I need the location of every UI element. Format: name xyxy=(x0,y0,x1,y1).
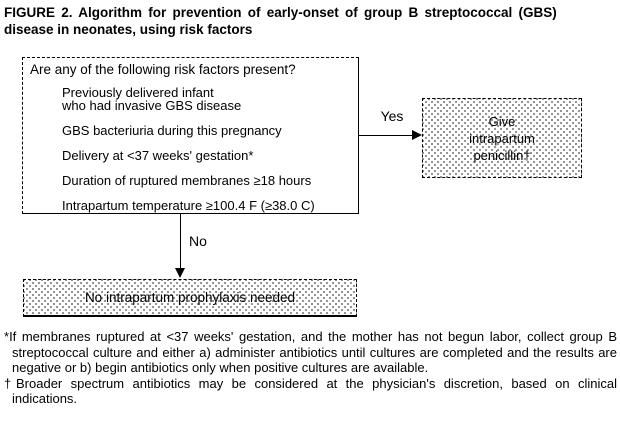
give-penicillin-box: Give intrapartum penicillin† xyxy=(422,98,582,178)
yes-arrowhead-icon xyxy=(412,130,422,140)
footnote-marker: * xyxy=(4,329,10,344)
no-branch-label: No xyxy=(189,233,207,249)
footnote-marker: † xyxy=(4,375,17,391)
no-prophylaxis-text: No intrapartum prophylaxis needed xyxy=(84,290,296,305)
footnotes: *If membranes ruptured at <37 weeks' ges… xyxy=(4,329,617,407)
footnote-text: Broader spectrum antibiotics may be cons… xyxy=(12,375,617,407)
footnote-text: If membranes ruptured at <37 weeks' gest… xyxy=(9,329,617,375)
penicillin-box-line: penicillin† xyxy=(473,147,531,163)
question-text: Are any of the following risk factors pr… xyxy=(30,62,296,77)
no-arrowhead-icon xyxy=(175,268,185,278)
no-prophylaxis-box: No intrapartum prophylaxis needed xyxy=(23,279,357,317)
risk-factor-line: Previously delivered infant xyxy=(62,85,214,100)
risk-factor-previous-infant: Previously delivered infant who had inva… xyxy=(62,86,358,112)
risk-factor-bacteriuria: GBS bacteriuria during this pregnancy xyxy=(62,123,282,138)
risk-factor-temperature: Intrapartum temperature ≥100.4 F (≥38.0 … xyxy=(62,198,315,213)
risk-factor-line: who had invasive GBS disease xyxy=(62,98,242,113)
footnote-asterisk: *If membranes ruptured at <37 weeks' ges… xyxy=(4,329,617,376)
figure-title-line-1: FIGURE 2. Algorithm for prevention of ea… xyxy=(4,5,557,20)
yes-branch-label: Yes xyxy=(380,108,404,124)
yes-arrow-line xyxy=(359,135,413,136)
footnote-dagger: †Broader spectrum antibiotics may be con… xyxy=(4,376,617,407)
risk-factor-ruptured-membranes: Duration of ruptured membranes ≥18 hours xyxy=(62,173,312,188)
figure-title: FIGURE 2. Algorithm for prevention of ea… xyxy=(4,4,617,38)
figure-title-line-2: disease in neonates, using risk factors xyxy=(4,22,253,37)
risk-factor-gestation: Delivery at <37 weeks' gestation* xyxy=(62,148,254,163)
risk-factors-list: Previously delivered infant who had inva… xyxy=(62,86,358,212)
penicillin-box-line: Give xyxy=(488,113,516,129)
penicillin-box-line: intrapartum xyxy=(469,130,535,146)
no-arrow-line xyxy=(180,214,181,269)
risk-factors-question-box: Are any of the following risk factors pr… xyxy=(22,57,359,214)
